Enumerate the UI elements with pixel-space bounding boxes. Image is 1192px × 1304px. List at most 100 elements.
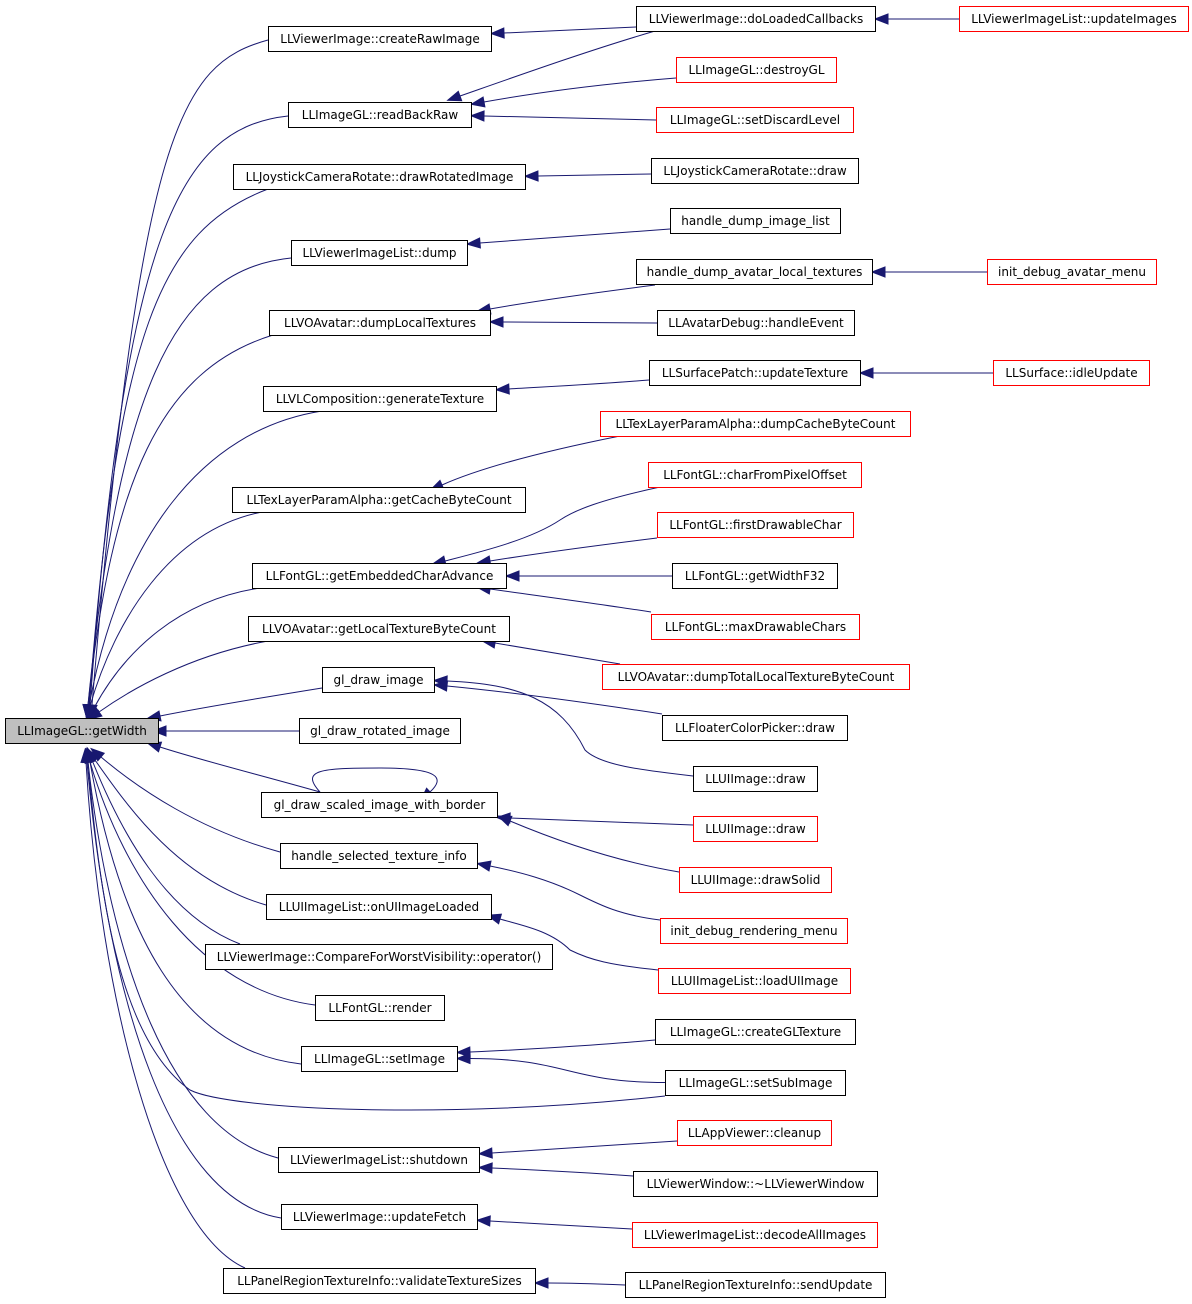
node-floaterColorPickerDraw[interactable]: LLFloaterColorPicker::draw xyxy=(662,715,848,741)
node-doLoadedCallbacks[interactable]: LLViewerImage::doLoadedCallbacks xyxy=(636,6,876,32)
node-firstDrawableChar[interactable]: LLFontGL::firstDrawableChar xyxy=(657,512,854,538)
node-destroyGL[interactable]: LLImageGL::destroyGL xyxy=(676,57,837,83)
node-getWidthF32[interactable]: LLFontGL::getWidthF32 xyxy=(672,563,838,589)
node-box[interactable] xyxy=(662,715,848,741)
node-box[interactable] xyxy=(670,208,841,234)
node-charFromPixelOffset[interactable]: LLFontGL::charFromPixelOffset xyxy=(648,462,862,488)
node-box[interactable] xyxy=(677,1120,832,1146)
node-generateTexture[interactable]: LLVLComposition::generateTexture xyxy=(263,386,497,412)
node-box[interactable] xyxy=(281,1204,478,1230)
node-handleDumpAvatarLocalTextures[interactable]: handle_dump_avatar_local_textures xyxy=(636,259,873,285)
node-box[interactable] xyxy=(248,616,510,642)
node-getWidth[interactable]: LLImageGL::getWidth xyxy=(5,718,159,744)
node-glDrawImage[interactable]: gl_draw_image xyxy=(322,667,435,693)
node-box[interactable] xyxy=(322,667,435,693)
node-box[interactable] xyxy=(657,512,854,538)
node-appViewerCleanup[interactable]: LLAppViewer::cleanup xyxy=(677,1120,832,1146)
node-uiImageDrawB[interactable]: LLUIImage::draw xyxy=(693,816,818,842)
node-box[interactable] xyxy=(657,310,855,336)
node-surfacePatchUpdateTexture[interactable]: LLSurfacePatch::updateTexture xyxy=(649,360,861,386)
node-uiImageDrawA[interactable]: LLUIImage::draw xyxy=(693,766,818,792)
node-box[interactable] xyxy=(288,102,472,128)
node-vilDump[interactable]: LLViewerImageList::dump xyxy=(291,240,468,266)
node-setImage[interactable]: LLImageGL::setImage xyxy=(301,1046,458,1072)
node-box[interactable] xyxy=(633,1171,878,1197)
node-box[interactable] xyxy=(993,360,1150,386)
node-box[interactable] xyxy=(602,664,910,690)
node-compareWorst[interactable]: LLViewerImage::CompareForWorstVisibility… xyxy=(205,944,553,970)
node-readBackRaw[interactable]: LLImageGL::readBackRaw xyxy=(288,102,472,128)
node-box[interactable] xyxy=(636,6,876,32)
node-box[interactable] xyxy=(651,614,860,640)
node-getCacheByteCount[interactable]: LLTexLayerParamAlpha::getCacheByteCount xyxy=(232,487,526,513)
node-box[interactable] xyxy=(266,894,492,920)
node-box[interactable] xyxy=(280,843,478,869)
node-glDrawScaled[interactable]: gl_draw_scaled_image_with_border xyxy=(261,792,498,818)
node-drawRotatedImage[interactable]: LLJoystickCameraRotate::drawRotatedImage xyxy=(233,164,526,190)
node-box[interactable] xyxy=(269,310,491,336)
node-box[interactable] xyxy=(232,487,526,513)
node-sendUpdate[interactable]: LLPanelRegionTextureInfo::sendUpdate xyxy=(625,1272,886,1298)
node-box[interactable] xyxy=(987,259,1157,285)
node-getLocalTextureByteCount[interactable]: LLVOAvatar::getLocalTextureByteCount xyxy=(248,616,510,642)
node-dumpTotalLocalTextureByteCount[interactable]: LLVOAvatar::dumpTotalLocalTextureByteCou… xyxy=(602,664,910,690)
node-box[interactable] xyxy=(959,6,1189,32)
node-createRawImage[interactable]: LLViewerImage::createRawImage xyxy=(268,26,492,52)
node-uiImageDrawSolid[interactable]: LLUIImage::drawSolid xyxy=(679,867,832,893)
node-viewerWindowDtor[interactable]: LLViewerWindow::~LLViewerWindow xyxy=(633,1171,878,1197)
node-box[interactable] xyxy=(291,240,468,266)
node-setSubImage[interactable]: LLImageGL::setSubImage xyxy=(665,1070,846,1096)
node-handleSelectedTextureInfo[interactable]: handle_selected_texture_info xyxy=(280,843,478,869)
node-box[interactable] xyxy=(315,995,445,1021)
node-box[interactable] xyxy=(5,718,159,744)
node-box[interactable] xyxy=(600,411,911,437)
node-box[interactable] xyxy=(651,158,859,184)
node-decodeAllImages[interactable]: LLViewerImageList::decodeAllImages xyxy=(632,1222,878,1248)
node-dumpCacheByteCount[interactable]: LLTexLayerParamAlpha::dumpCacheByteCount xyxy=(600,411,911,437)
node-box[interactable] xyxy=(299,718,461,744)
node-box[interactable] xyxy=(660,918,848,944)
node-box[interactable] xyxy=(301,1046,458,1072)
node-box[interactable] xyxy=(665,1070,846,1096)
node-dumpLocalTextures[interactable]: LLVOAvatar::dumpLocalTextures xyxy=(269,310,491,336)
node-initDebugRenderingMenu[interactable]: init_debug_rendering_menu xyxy=(660,918,848,944)
node-box[interactable] xyxy=(205,944,553,970)
node-vilShutdown[interactable]: LLViewerImageList::shutdown xyxy=(278,1147,480,1173)
node-maxDrawableChars[interactable]: LLFontGL::maxDrawableChars xyxy=(651,614,860,640)
node-glDrawRotatedImage[interactable]: gl_draw_rotated_image xyxy=(299,718,461,744)
node-loadUIImage[interactable]: LLUIImageList::loadUIImage xyxy=(658,968,851,994)
node-updateImages[interactable]: LLViewerImageList::updateImages xyxy=(959,6,1189,32)
node-handleDumpImageList[interactable]: handle_dump_image_list xyxy=(670,208,841,234)
node-box[interactable] xyxy=(693,816,818,842)
node-createGLTexture[interactable]: LLImageGL::createGLTexture xyxy=(655,1019,856,1045)
node-surfaceIdleUpdate[interactable]: LLSurface::idleUpdate xyxy=(993,360,1150,386)
node-fontRender[interactable]: LLFontGL::render xyxy=(315,995,445,1021)
node-onUIImageLoaded[interactable]: LLUIImageList::onUIImageLoaded xyxy=(266,894,492,920)
node-box[interactable] xyxy=(676,57,837,83)
node-box[interactable] xyxy=(268,26,492,52)
node-box[interactable] xyxy=(679,867,832,893)
node-box[interactable] xyxy=(223,1268,536,1294)
node-box[interactable] xyxy=(636,259,873,285)
node-updateFetch[interactable]: LLViewerImage::updateFetch xyxy=(281,1204,478,1230)
node-box[interactable] xyxy=(655,1019,856,1045)
node-box[interactable] xyxy=(233,164,526,190)
node-box[interactable] xyxy=(278,1147,480,1173)
node-box[interactable] xyxy=(658,968,851,994)
node-box[interactable] xyxy=(625,1272,886,1298)
node-jcrDraw[interactable]: LLJoystickCameraRotate::draw xyxy=(651,158,859,184)
node-getEmbeddedCharAdvance[interactable]: LLFontGL::getEmbeddedCharAdvance xyxy=(252,563,507,589)
node-validateTextureSizes[interactable]: LLPanelRegionTextureInfo::validateTextur… xyxy=(223,1268,536,1294)
node-box[interactable] xyxy=(632,1222,878,1248)
node-box[interactable] xyxy=(672,563,838,589)
node-box[interactable] xyxy=(649,360,861,386)
node-box[interactable] xyxy=(693,766,818,792)
node-box[interactable] xyxy=(656,107,854,133)
node-setDiscardLevel[interactable]: LLImageGL::setDiscardLevel xyxy=(656,107,854,133)
node-box[interactable] xyxy=(252,563,507,589)
node-initDebugAvatarMenu[interactable]: init_debug_avatar_menu xyxy=(987,259,1157,285)
node-avatarDebugHandleEvent[interactable]: LLAvatarDebug::handleEvent xyxy=(657,310,855,336)
node-box[interactable] xyxy=(648,462,862,488)
node-box[interactable] xyxy=(263,386,497,412)
node-box[interactable] xyxy=(261,792,498,818)
